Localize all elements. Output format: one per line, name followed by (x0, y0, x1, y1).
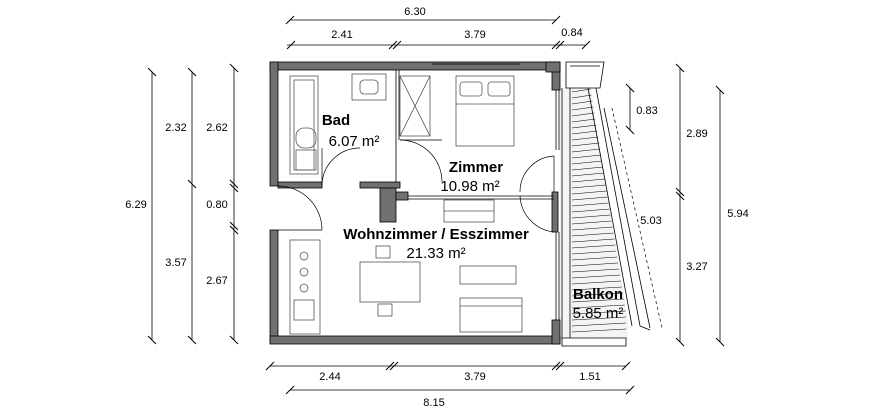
room-area-balkon: 5.85 m² (573, 305, 624, 322)
dim-top-total: 6.30 (404, 6, 425, 18)
dim-right-lower: 3.27 (686, 261, 707, 273)
dim-bottom-right: 1.51 (579, 371, 600, 383)
dim-bottom-left: 2.44 (319, 371, 340, 383)
dim-bottom-total: 8.15 (423, 397, 444, 409)
room-area-zimmer: 10.98 m² (440, 178, 499, 195)
dim-top-right: 0.84 (561, 27, 582, 39)
dimension-labels: 6.30 2.41 3.79 0.84 2.44 3.79 1.51 8.15 … (125, 6, 748, 409)
tv-bench (459, 265, 517, 285)
room-name-zimmer: Zimmer (449, 159, 503, 176)
kitchen-counter (289, 239, 321, 335)
walls (269, 61, 561, 345)
dim-right-total: 5.94 (727, 208, 748, 220)
toilet (295, 127, 317, 149)
room-name-balkon: Balkon (573, 286, 623, 303)
dining-table (359, 261, 421, 303)
dim-bottom-mid: 3.79 (464, 371, 485, 383)
room-area-wohnzimmer: 21.33 m² (406, 245, 465, 262)
bed (455, 75, 515, 147)
dim-left-upper-inner: 2.62 (206, 122, 227, 134)
room-area-bad: 6.07 m² (329, 133, 380, 150)
room-name-wohnzimmer: Wohnzimmer / Esszimmer (343, 226, 529, 243)
dim-right-small: 0.83 (636, 105, 657, 117)
dim-left-lower-inner: 2.67 (206, 275, 227, 287)
sink (351, 73, 387, 101)
dim-right-upper: 2.89 (686, 128, 707, 140)
doors (277, 63, 555, 233)
dim-left-upper-outer: 2.32 (165, 122, 186, 134)
dim-top-left: 2.41 (331, 29, 352, 41)
dim-left-total: 6.29 (125, 199, 146, 211)
dim-top-mid: 3.79 (464, 29, 485, 41)
dim-right-diagonal: 5.03 (640, 215, 661, 227)
dim-left-lower-outer: 3.57 (165, 257, 186, 269)
balcony (560, 61, 651, 347)
dim-left-door: 0.80 (206, 199, 227, 211)
sofa (459, 297, 523, 333)
room-name-bad: Bad (322, 112, 350, 129)
shower (399, 75, 431, 137)
room-labels: Bad 6.07 m² Zimmer 10.98 m² Wohnzimmer /… (322, 112, 624, 322)
furniture (289, 73, 523, 335)
dimension-lines (147, 15, 725, 395)
